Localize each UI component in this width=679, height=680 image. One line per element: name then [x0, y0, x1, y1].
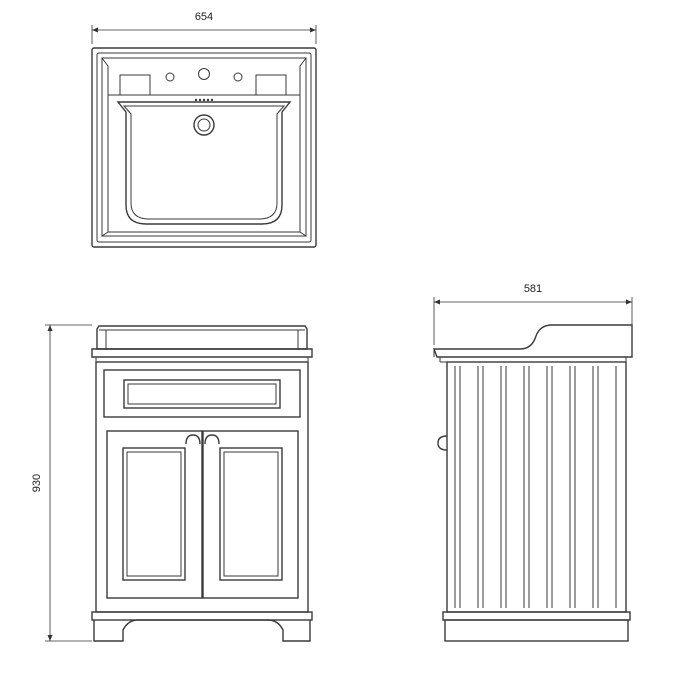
basin-lip	[91, 348, 313, 358]
plinth-moulding	[91, 611, 313, 621]
hot-tap-hole-icon	[165, 72, 175, 82]
width-label: 654	[195, 11, 213, 23]
left-door-panel	[122, 447, 186, 581]
door-handle-profile-icon	[437, 435, 448, 451]
right-deck-slot	[255, 74, 287, 96]
vanity-side-view: 581	[432, 283, 633, 642]
left-deck-slot	[119, 74, 151, 96]
basin-upstand	[96, 325, 308, 350]
right-door-handle-icon	[204, 434, 220, 445]
tongue-and-groove-panelling	[454, 366, 617, 608]
waste-outlet-icon	[193, 114, 215, 136]
basin-top-view: 654	[91, 11, 317, 248]
height-label: 930	[31, 474, 43, 492]
left-door-handle-icon	[185, 434, 201, 445]
cold-tap-hole-icon	[233, 72, 243, 82]
overflow-slots	[194, 98, 214, 102]
side-plinth-base	[444, 619, 629, 642]
side-panel	[446, 361, 627, 613]
vanity-front-view: 930	[31, 324, 313, 642]
plinth-base	[93, 619, 311, 642]
left-door	[106, 430, 203, 599]
drawer-front	[103, 369, 301, 418]
drawer-panel	[123, 379, 281, 409]
width-dimension: 654	[91, 11, 317, 44]
basin-bowl	[116, 101, 292, 225]
height-dimension: 930	[31, 324, 92, 642]
depth-dimension: 581	[433, 283, 633, 345]
side-plinth-moulding	[442, 611, 631, 621]
right-door	[202, 430, 299, 599]
mixer-tap-hole-icon	[198, 68, 210, 80]
depth-label: 581	[524, 283, 542, 295]
basin-side-profile	[432, 324, 633, 358]
right-door-panel	[219, 447, 283, 581]
